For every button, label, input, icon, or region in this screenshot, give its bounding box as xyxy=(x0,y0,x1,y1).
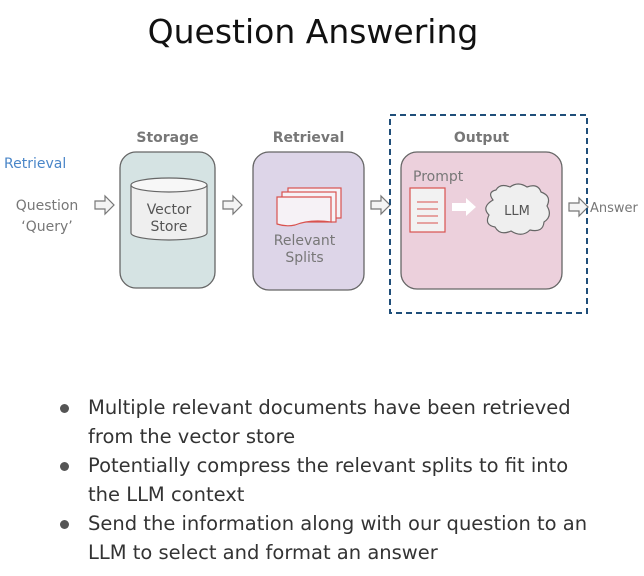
vector-text: Vector xyxy=(146,202,192,218)
output-label: Output xyxy=(453,130,510,146)
document-stack-icon xyxy=(276,187,342,227)
query-text: ‘Query’ xyxy=(21,219,73,235)
bullet-item: Potentially compress the relevant splits… xyxy=(56,451,596,509)
bullet-list: Multiple relevant documents have been re… xyxy=(56,393,596,567)
arrow-icon xyxy=(370,195,391,215)
page-title: Question Answering xyxy=(147,12,479,51)
question-text: Question xyxy=(15,198,79,214)
vector-store-label: Vector Store xyxy=(131,202,207,236)
question-query-label: Question ‘Query’ xyxy=(4,196,90,238)
prompt-label: Prompt xyxy=(413,169,464,185)
relevant-splits-label: Relevant Splits xyxy=(253,233,356,267)
database-cylinder-icon xyxy=(130,177,208,241)
relevant-text: Relevant xyxy=(273,233,336,249)
retrieval-section-label: Retrieval xyxy=(4,156,67,172)
retrieval-stage-label: Retrieval xyxy=(272,130,345,146)
answer-label: Answer xyxy=(590,201,638,216)
storage-label: Storage xyxy=(136,130,199,146)
bullet-item: Multiple relevant documents have been re… xyxy=(56,393,596,451)
store-text: Store xyxy=(150,219,188,235)
arrow-icon xyxy=(222,195,243,215)
output-dashed-frame xyxy=(389,114,588,314)
bullet-item: Send the information along with our ques… xyxy=(56,509,596,567)
llm-cloud-icon xyxy=(485,183,550,235)
splits-text: Splits xyxy=(285,250,324,266)
white-arrow-icon xyxy=(452,198,476,216)
prompt-document-icon xyxy=(409,187,446,233)
arrow-icon xyxy=(94,195,115,215)
arrow-icon xyxy=(568,197,589,217)
llm-label: LLM xyxy=(504,204,530,219)
